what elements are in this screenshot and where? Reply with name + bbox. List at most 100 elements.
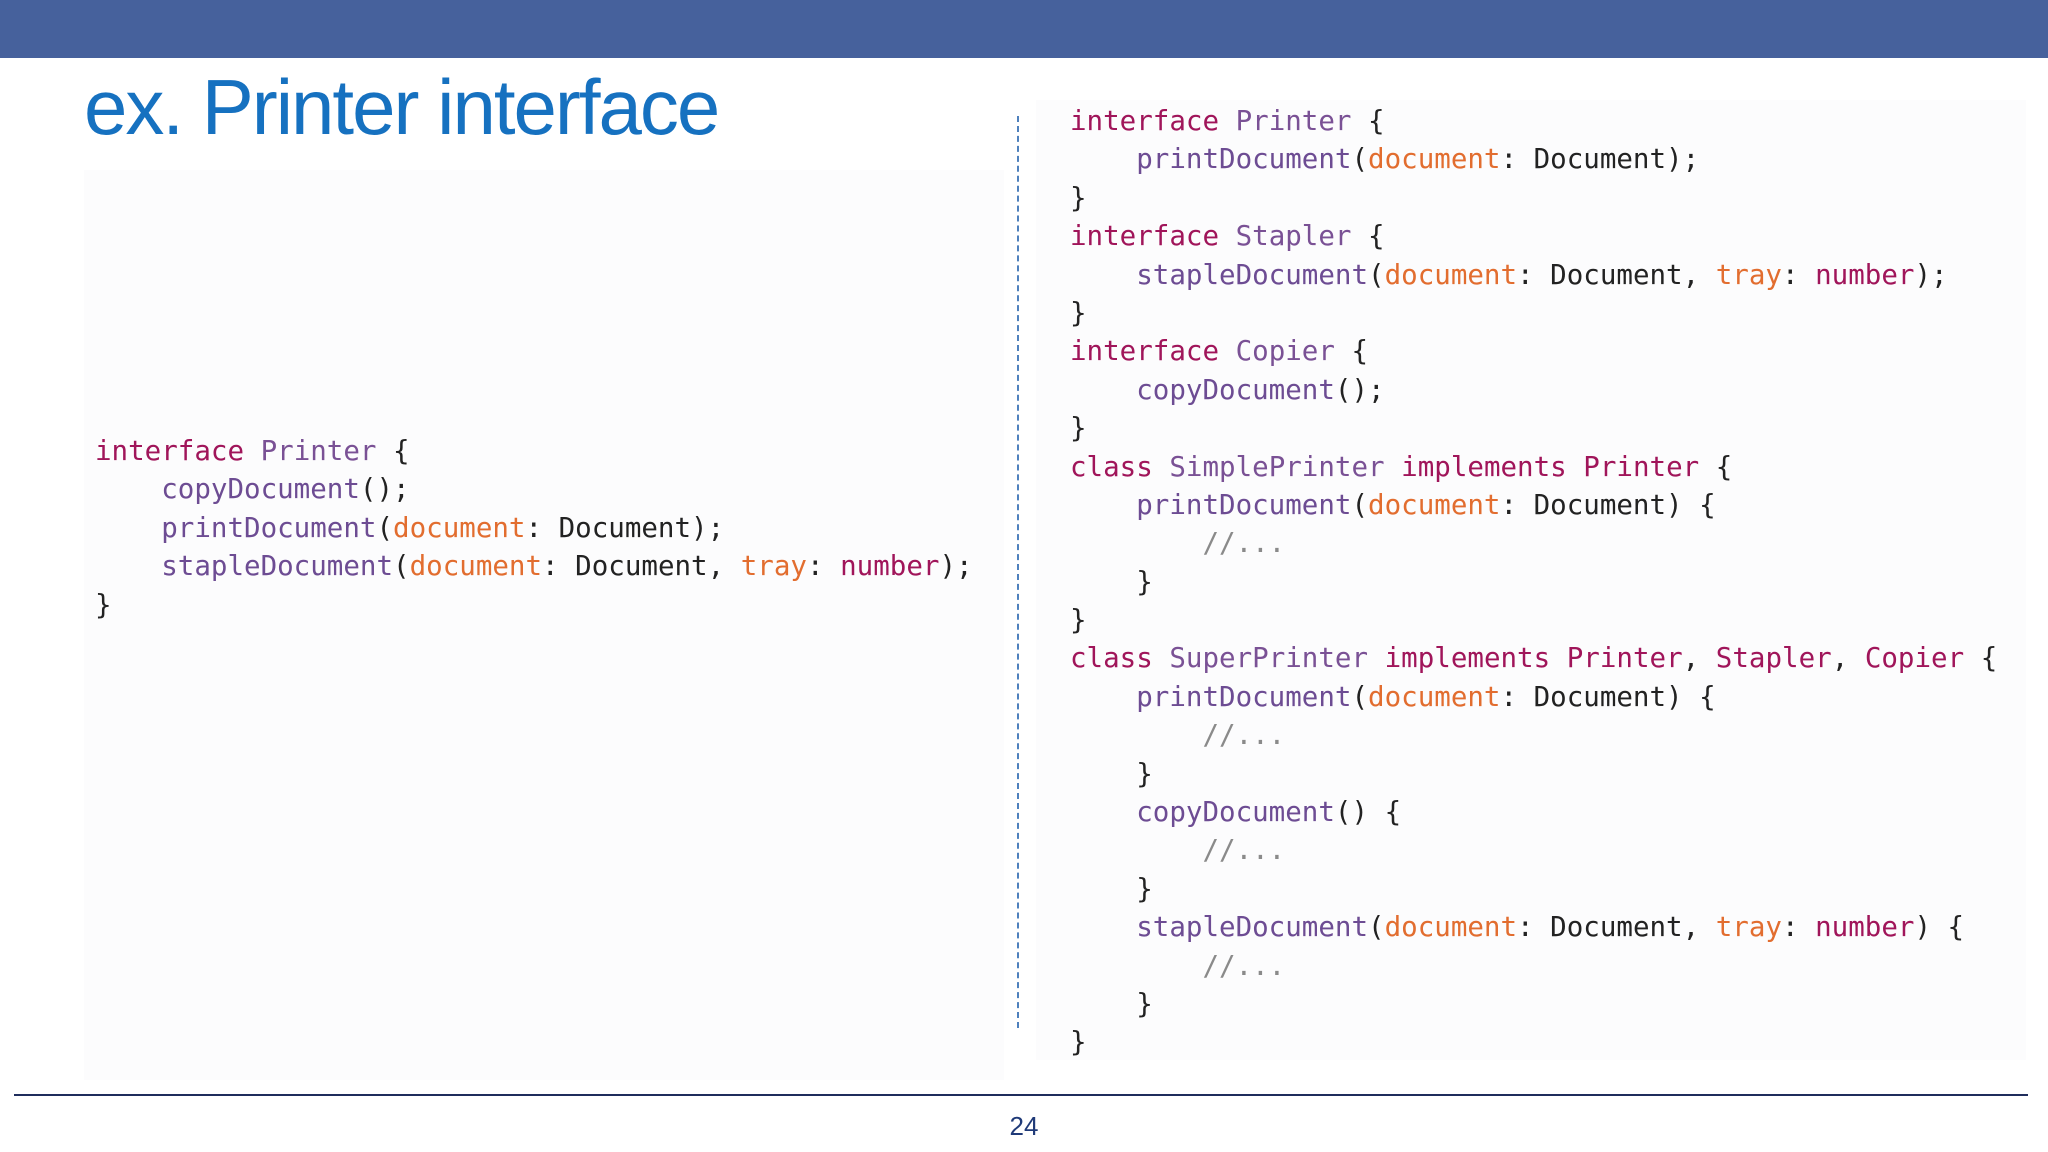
code-line: class SimplePrinter implements Printer { — [1070, 448, 1997, 486]
code-token-keyword: Printer — [1566, 642, 1683, 675]
code-token-plain — [1070, 143, 1136, 175]
code-token-plain — [1070, 834, 1202, 866]
code-token-method: printDocument — [1136, 680, 1352, 713]
code-line: } — [1070, 179, 1997, 217]
code-token-keyword: class — [1070, 450, 1153, 483]
code-token-plain: ); — [1914, 258, 1948, 291]
code-token-plain: } — [1070, 872, 1153, 905]
code-token-plain: : — [1781, 258, 1816, 291]
code-line: stapleDocument(document: Document, tray:… — [1070, 908, 1997, 946]
code-token-plain: ( — [1368, 911, 1385, 944]
code-token-param: document — [409, 550, 543, 583]
code-line: //... — [1070, 831, 1997, 869]
code-token-plain: : Document); — [1500, 143, 1700, 176]
code-token-keyword: class — [1070, 642, 1153, 675]
code-token-plain: } — [1070, 181, 1087, 214]
code-token-plain — [1219, 105, 1236, 137]
page-number: 24 — [1009, 1111, 1039, 1141]
code-line: interface Copier { — [1070, 332, 1997, 370]
right-code-panel — [1036, 100, 2026, 1060]
left-code-panel — [84, 170, 1004, 1080]
code-token-comment: //... — [1202, 527, 1286, 560]
code-token-plain: ); — [939, 550, 973, 583]
code-token-plain: { — [376, 435, 410, 467]
code-token-plain — [1153, 451, 1170, 483]
code-token-plain: { — [1334, 335, 1369, 368]
code-line: printDocument(document: Document); — [1070, 140, 1997, 178]
code-token-keyword: Stapler — [1715, 642, 1832, 675]
left-code-block: interface Printer { copyDocument(); prin… — [95, 432, 973, 624]
code-token-plain: { — [1351, 105, 1385, 137]
slide-header-bar — [0, 0, 2048, 58]
code-line: } — [1070, 409, 1997, 447]
code-token-plain: } — [95, 588, 112, 621]
code-token-type: Printer — [260, 435, 377, 467]
code-token-plain: : Document, — [1517, 258, 1716, 291]
code-token-plain — [95, 550, 161, 582]
code-line: } — [95, 586, 973, 624]
code-token-plain — [1070, 950, 1202, 982]
code-token-primitive: number — [1815, 911, 1915, 944]
code-line: class SuperPrinter implements Printer, S… — [1070, 639, 1997, 677]
code-line: } — [1070, 294, 1997, 332]
code-token-comment: //... — [1202, 949, 1286, 982]
code-token-method: stapleDocument — [161, 550, 394, 583]
code-token-plain: } — [1070, 757, 1153, 790]
code-token-plain: } — [1070, 1026, 1087, 1059]
code-token-plain: { — [1699, 450, 1733, 483]
footer-rule — [14, 1094, 2028, 1096]
code-token-plain: ( — [376, 511, 394, 544]
code-token-keyword: implements — [1401, 450, 1567, 483]
code-token-plain — [1368, 642, 1385, 674]
code-line: //... — [1070, 716, 1997, 754]
code-token-method: copyDocument — [161, 473, 360, 506]
code-token-plain: { — [1351, 220, 1385, 253]
code-token-plain — [1219, 335, 1236, 367]
right-code-block: interface Printer { printDocument(docume… — [1070, 102, 1997, 1062]
code-token-plain: , — [1831, 642, 1865, 675]
code-token-plain — [1070, 489, 1136, 521]
code-token-plain: : — [1781, 911, 1816, 944]
code-token-plain — [1153, 642, 1170, 674]
code-token-plain: ( — [1351, 488, 1369, 521]
code-token-plain: ( — [1368, 258, 1385, 291]
code-token-param: tray — [1715, 911, 1782, 944]
code-token-plain: : Document, — [1517, 911, 1716, 944]
code-token-plain: } — [1070, 296, 1087, 329]
code-token-plain: (); — [1334, 373, 1385, 406]
code-token-plain: } — [1070, 987, 1153, 1020]
code-token-plain: : — [806, 550, 841, 583]
code-token-keyword: interface — [1070, 335, 1220, 368]
code-token-plain — [95, 512, 161, 544]
code-token-keyword: implements — [1384, 642, 1551, 675]
code-token-method: copyDocument — [1136, 373, 1335, 406]
code-token-method: printDocument — [161, 511, 377, 544]
code-token-keyword: Printer — [1583, 450, 1700, 483]
code-token-plain — [95, 473, 161, 505]
code-token-plain — [1070, 374, 1136, 406]
code-token-param: document — [1368, 680, 1501, 713]
code-line: } — [1070, 870, 1997, 908]
code-line: printDocument(document: Document); — [95, 509, 973, 547]
code-token-method: stapleDocument — [1136, 911, 1369, 944]
code-token-plain — [244, 435, 261, 467]
code-token-method: copyDocument — [1136, 796, 1335, 829]
code-token-plain: : Document); — [525, 511, 725, 544]
code-token-plain — [1550, 642, 1567, 674]
code-line: copyDocument() { — [1070, 793, 1997, 831]
code-token-primitive: number — [840, 550, 940, 583]
code-token-plain: ( — [1351, 680, 1369, 713]
code-line: } — [1070, 601, 1997, 639]
code-token-plain — [1070, 719, 1202, 751]
code-line: copyDocument(); — [95, 470, 973, 508]
code-token-param: document — [1384, 258, 1518, 291]
code-line: } — [1070, 563, 1997, 601]
code-line: printDocument(document: Document) { — [1070, 486, 1997, 524]
code-token-param: document — [393, 511, 526, 544]
code-token-plain — [1070, 527, 1202, 559]
code-line: //... — [1070, 524, 1997, 562]
code-token-plain: () { — [1334, 796, 1402, 829]
code-token-plain: ( — [1351, 143, 1369, 176]
code-token-plain — [1385, 451, 1402, 483]
code-token-plain — [1070, 796, 1136, 828]
